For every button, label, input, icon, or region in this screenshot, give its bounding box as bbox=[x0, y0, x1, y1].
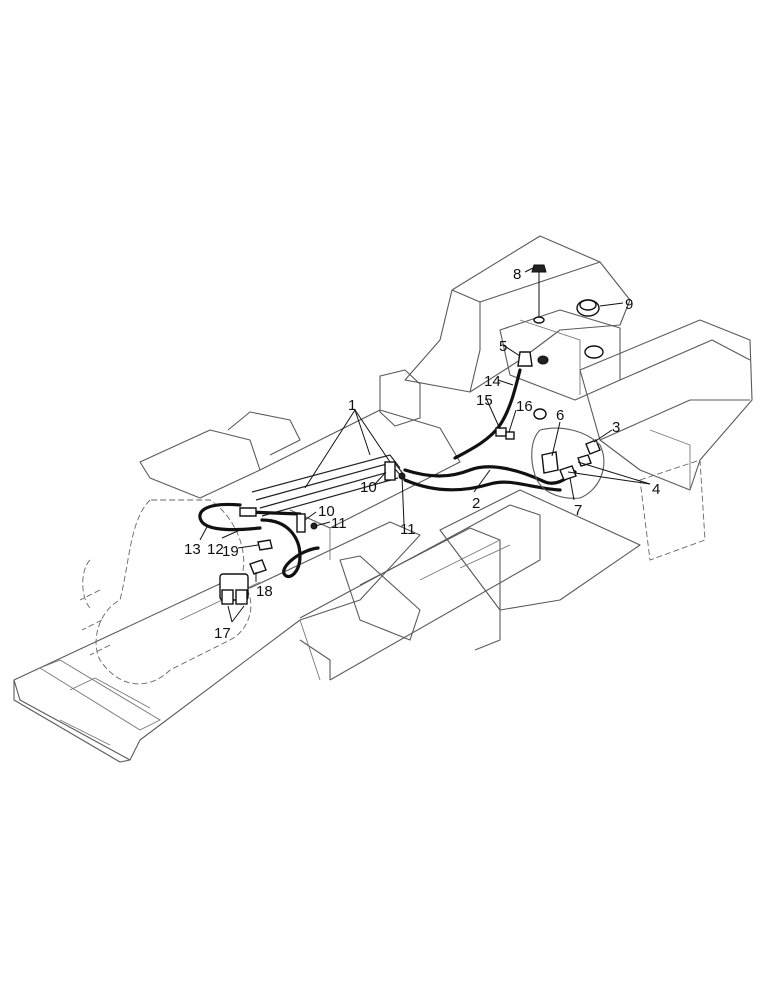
callout-13: 13 bbox=[184, 541, 201, 558]
callout-10-left: 10 bbox=[318, 503, 335, 520]
callout-4: 4 bbox=[652, 481, 660, 498]
callout-2: 2 bbox=[472, 495, 480, 512]
callout-18: 18 bbox=[256, 583, 273, 600]
leader-lines bbox=[199, 267, 651, 623]
callout-1: 1 bbox=[348, 397, 356, 414]
callout-14: 14 bbox=[484, 373, 501, 390]
callout-19: 19 bbox=[222, 543, 239, 560]
callout-17: 17 bbox=[214, 625, 231, 642]
callout-11-left: 11 bbox=[331, 515, 347, 532]
chassis-frame bbox=[13, 235, 753, 763]
callout-8: 8 bbox=[513, 266, 521, 283]
callout-16: 16 bbox=[516, 398, 533, 415]
callout-3: 3 bbox=[612, 419, 620, 436]
callout-7: 7 bbox=[574, 502, 582, 519]
callout-11-right: 11 bbox=[400, 521, 416, 538]
callout-5: 5 bbox=[499, 338, 507, 355]
hydraulic-hoses bbox=[198, 368, 577, 578]
callout-labels: 1 2 3 4 5 6 7 8 9 10 10 11 11 12 13 14 1… bbox=[184, 266, 660, 642]
components bbox=[219, 264, 605, 605]
callout-10-right: 10 bbox=[360, 479, 377, 496]
callout-9: 9 bbox=[625, 296, 633, 313]
callout-6: 6 bbox=[556, 407, 564, 424]
callout-12: 12 bbox=[207, 541, 224, 558]
hydraulic-tubes bbox=[251, 454, 407, 517]
callout-15: 15 bbox=[476, 392, 493, 409]
